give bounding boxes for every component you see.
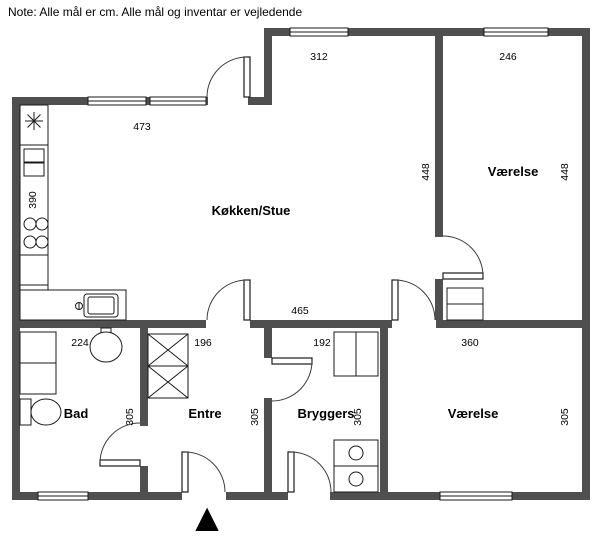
room-label-hall: Entre <box>188 406 221 421</box>
room-label-bedroom-bottom: Værelse <box>448 406 499 421</box>
dim-bedroom-top-width: 246 <box>499 51 517 63</box>
dim-kitchen-bottom-width: 465 <box>291 305 309 317</box>
washer-column <box>19 331 57 395</box>
wall-utility-bedroom <box>380 320 388 500</box>
dim-hall-height: 305 <box>249 408 261 426</box>
room-label-bedroom-top: Værelse <box>488 164 539 179</box>
dim-kitchen-top-width: 312 <box>310 51 328 63</box>
wall-middle <box>12 320 590 328</box>
window-kitchen-top <box>289 27 349 37</box>
hob <box>23 217 49 249</box>
toilet <box>19 398 62 426</box>
dim-bathroom-height: 305 <box>124 408 136 426</box>
dim-kitchen-right-height: 448 <box>420 163 432 181</box>
dim-bedroom-top-height: 448 <box>559 163 571 181</box>
door-utility-exterior <box>287 451 332 500</box>
room-label-bathroom: Bad <box>64 406 89 421</box>
utility-washer <box>333 439 379 493</box>
wall-hall-utility <box>264 320 272 500</box>
kitchen-counter <box>19 104 127 321</box>
dim-utility-width: 192 <box>313 337 331 349</box>
washbasin <box>89 327 123 363</box>
dim-utility-height: 305 <box>352 408 364 426</box>
wardrobe-1 <box>147 333 189 367</box>
wall-bath-hall <box>140 320 148 500</box>
dim-bedroom-bottom-height: 305 <box>559 408 571 426</box>
room-label-utility: Bryggers <box>297 406 354 421</box>
kitchen-sink <box>75 293 119 318</box>
room-label-kitchen-living: Køkken/Stue <box>212 203 291 218</box>
wall-left <box>12 97 20 500</box>
dim-bathroom-width: 224 <box>71 337 89 349</box>
wall-top-right <box>264 28 590 36</box>
dresser <box>446 287 484 321</box>
door-hall-kitchen <box>206 279 251 328</box>
wardrobe-2 <box>147 365 189 399</box>
dim-left-wing-width: 473 <box>133 121 151 133</box>
window-bedroom-top <box>483 27 549 37</box>
entrance-arrow-icon: ▲ <box>187 496 227 537</box>
dim-bedroom-bottom-width: 360 <box>461 337 479 349</box>
door-kitchen-exterior <box>206 56 251 105</box>
note: Note: Alle mål er cm. Alle mål og invent… <box>8 5 302 19</box>
window-kitchen-left-2 <box>149 96 207 106</box>
door-bedroom-top <box>435 235 484 280</box>
wall-right <box>582 28 590 500</box>
window-kitchen-left-1 <box>87 96 147 106</box>
dim-kitchen-left-height: 390 <box>27 191 39 209</box>
vent-fan-icon <box>25 112 43 130</box>
door-bedroom-bottom <box>391 279 436 328</box>
utility-cabinet <box>333 331 379 377</box>
door-entrance <box>181 451 226 500</box>
door-bathroom <box>99 422 148 467</box>
door-utility <box>264 357 313 402</box>
dim-hall-width: 196 <box>194 337 212 349</box>
wall-notch-vertical <box>264 28 272 105</box>
window-bathroom-bottom <box>37 491 89 501</box>
wall-kitchen-bedroom <box>435 28 443 328</box>
window-bedroom-bottom <box>439 491 513 501</box>
